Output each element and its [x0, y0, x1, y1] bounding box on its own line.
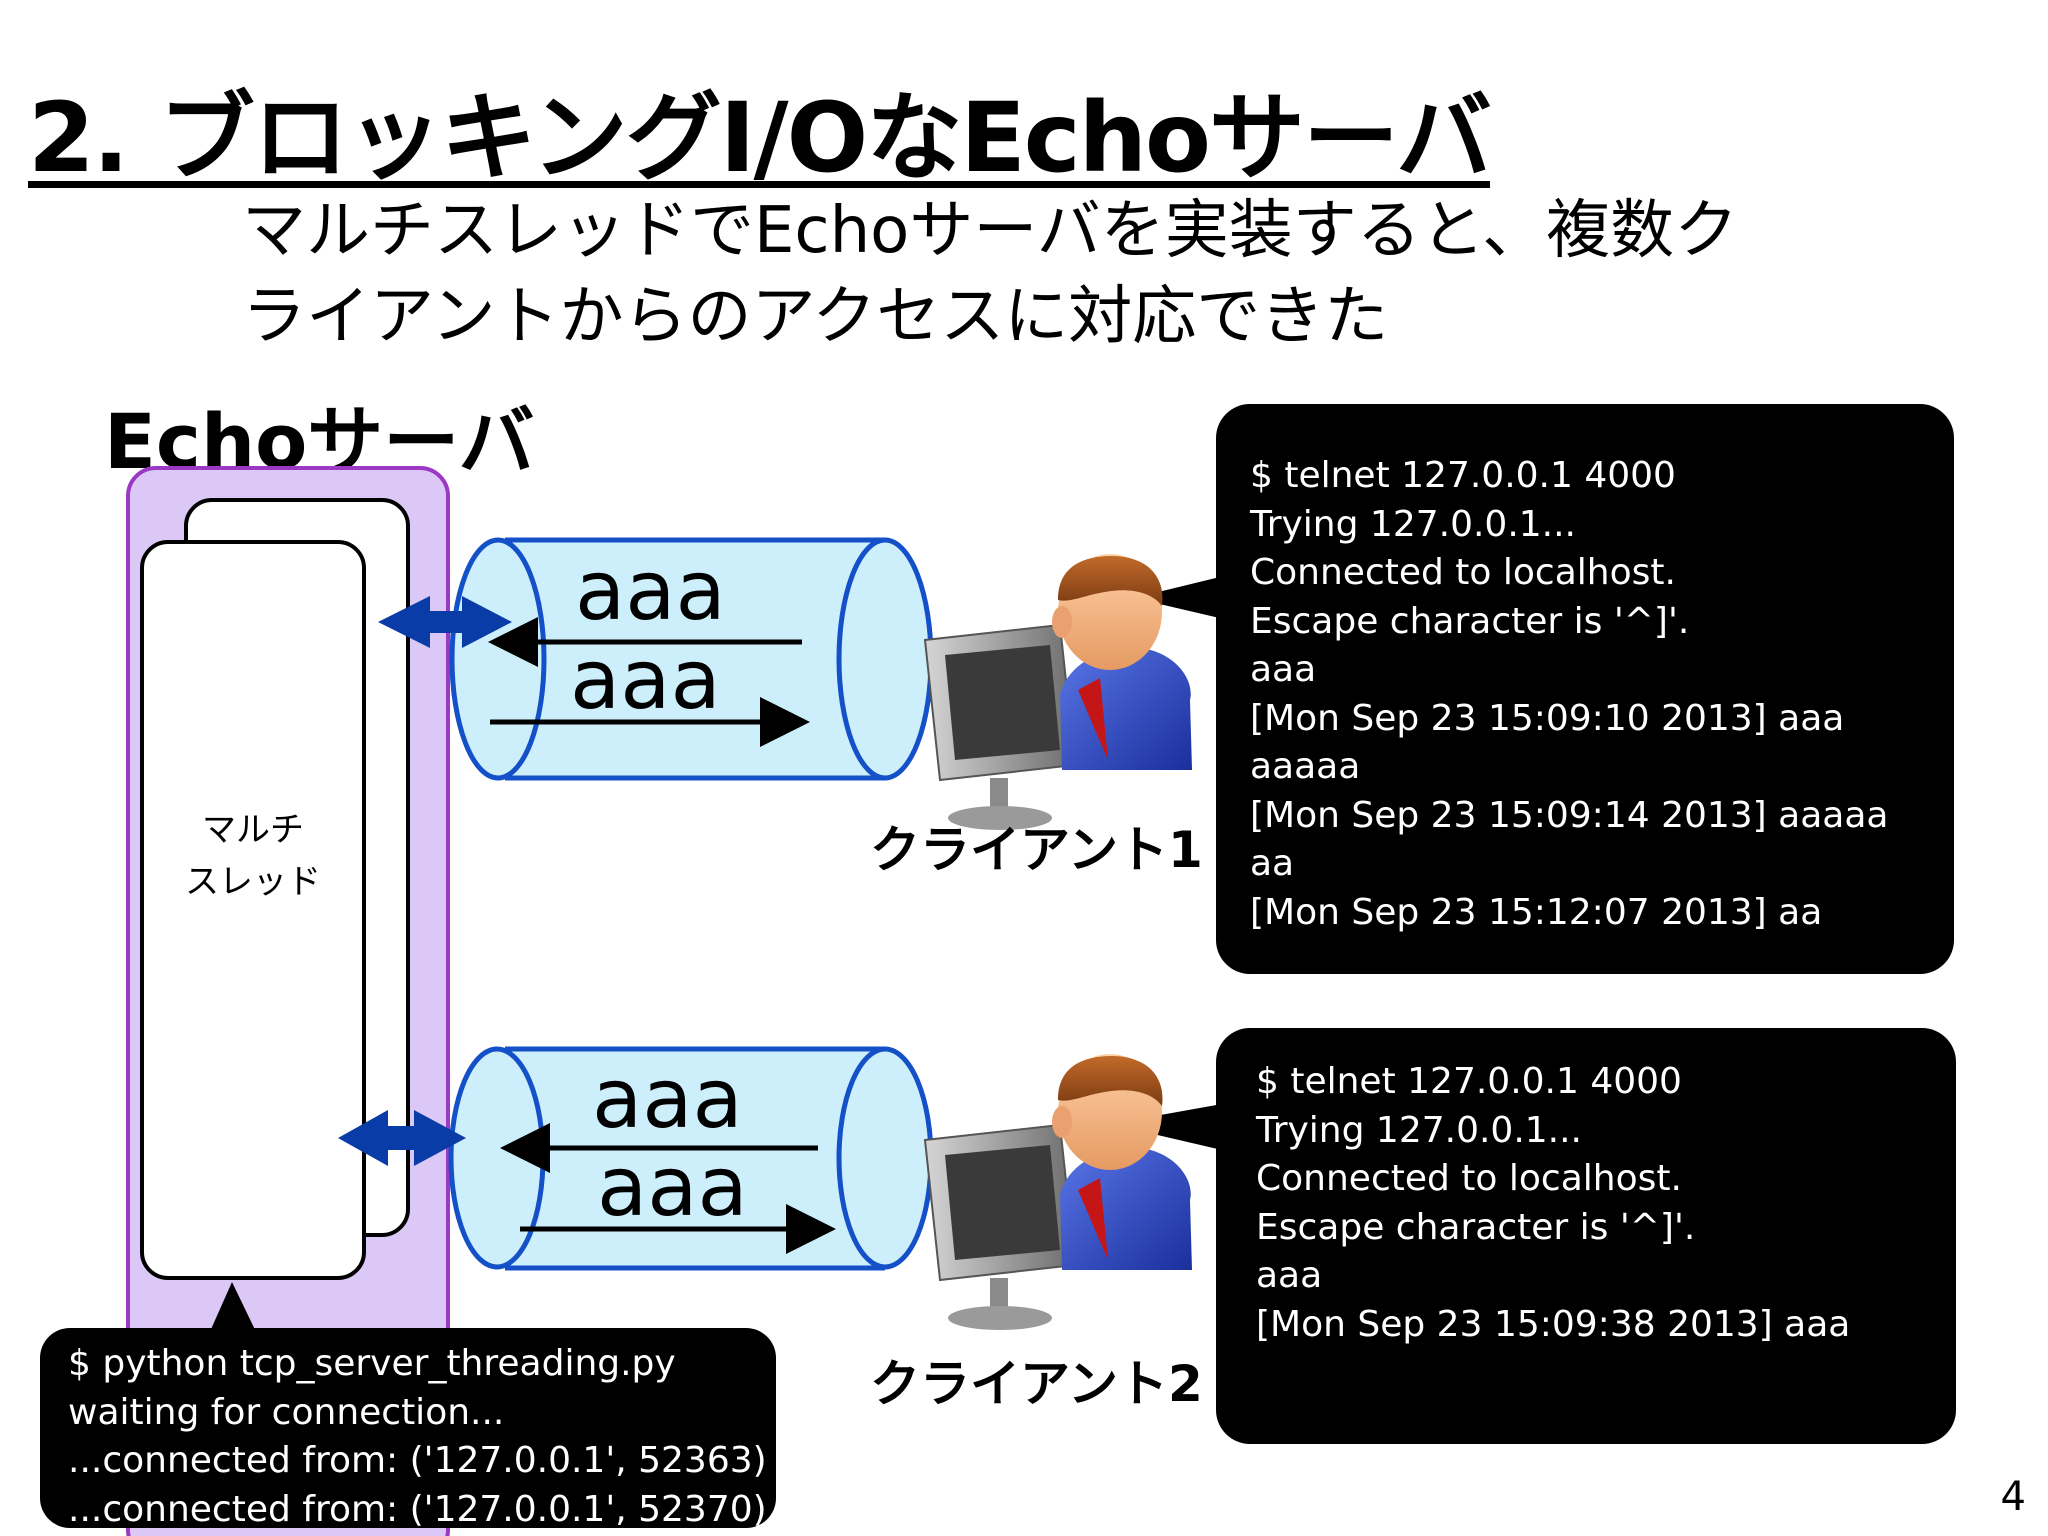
client-2-terminal-line: Escape character is '^]'.: [1256, 1206, 1696, 1248]
double-arrow-icon-2: [338, 1110, 466, 1166]
client-1-terminal-line: Escape character is '^]'.: [1250, 600, 1690, 642]
client-1-terminal-line: aa: [1250, 843, 1295, 884]
double-arrow-icon-1: [378, 596, 512, 648]
client-1-terminal: $ telnet 127.0.0.1 4000 Trying 127.0.0.1…: [1216, 404, 1954, 974]
client-1-terminal-line: Connected to localhost.: [1250, 552, 1676, 593]
server-terminal-line: ...connected from: ('127.0.0.1', 52363): [68, 1440, 767, 1481]
client-1-terminal-line: Trying 127.0.0.1...: [1250, 503, 1577, 545]
pipe-1-received-text: aaa: [575, 544, 726, 639]
client-1-terminal-line: [Mon Sep 23 15:12:07 2013] aa: [1250, 891, 1823, 933]
client-2-label: クライアント2: [870, 1355, 1203, 1413]
thread-label-line-1: マルチ: [202, 810, 304, 850]
thread-box-front: [140, 540, 366, 1280]
server-terminal: $ python tcp_server_threading.py waiting…: [40, 1328, 776, 1530]
client-2-terminal-line: Connected to localhost.: [1256, 1158, 1682, 1199]
client-2-terminal: $ telnet 127.0.0.1 4000 Trying 127.0.0.1…: [1216, 1028, 1956, 1444]
client-1-terminal-line: aaa: [1250, 649, 1317, 690]
client-1-label: クライアント1: [870, 821, 1203, 879]
client-2-terminal-line: $ telnet 127.0.0.1 4000: [1256, 1061, 1682, 1102]
page-number: 4: [2000, 1474, 2026, 1520]
client-1-terminal-line: [Mon Sep 23 15:09:14 2013] aaaaa: [1250, 794, 1889, 836]
server-terminal-line: ...connected from: ('127.0.0.1', 52370): [68, 1488, 767, 1530]
pipe-2-received-text: aaa: [592, 1052, 743, 1147]
server-terminal-line: waiting for connection...: [68, 1391, 505, 1433]
subtitle-line-2: ライアントからのアクセスに対応できた: [242, 280, 1389, 354]
slide-subtitle: マルチスレッドでEchoサーバを実装すると、複数ク ライアントからのアクセスに対…: [242, 188, 1982, 360]
client-2-terminal-line: aaa: [1256, 1255, 1323, 1296]
client-1-callout-pointer: [1134, 575, 1228, 620]
client-1-terminal-line: $ telnet 127.0.0.1 4000: [1250, 455, 1676, 496]
pipe-1-sent-text: aaa: [570, 633, 721, 728]
pipe-2-sent-text: aaa: [597, 1140, 748, 1235]
client-2-callout-pointer: [1110, 1104, 1222, 1150]
thread-label-line-2: スレッド: [185, 862, 321, 902]
thread-label: マルチ スレッド: [142, 804, 364, 908]
server-callout-pointer: [208, 1282, 258, 1336]
client-1-terminal-line: aaaaa: [1250, 746, 1361, 787]
client-2-computer-user-icon: [923, 1054, 1192, 1330]
client-2-terminal-line: Trying 127.0.0.1...: [1256, 1109, 1583, 1151]
client-2-terminal-line: [Mon Sep 23 15:09:38 2013] aaa: [1256, 1303, 1851, 1345]
client-1-terminal-line: [Mon Sep 23 15:09:10 2013] aaa: [1250, 697, 1845, 739]
client-1-computer-user-icon: [923, 554, 1192, 830]
subtitle-line-1: マルチスレッドでEchoサーバを実装すると、複数ク: [242, 194, 1739, 268]
slide-title: 2. ブロッキングI/OなEchoサーバ: [28, 82, 1492, 194]
server-terminal-line: $ python tcp_server_threading.py: [68, 1343, 676, 1384]
